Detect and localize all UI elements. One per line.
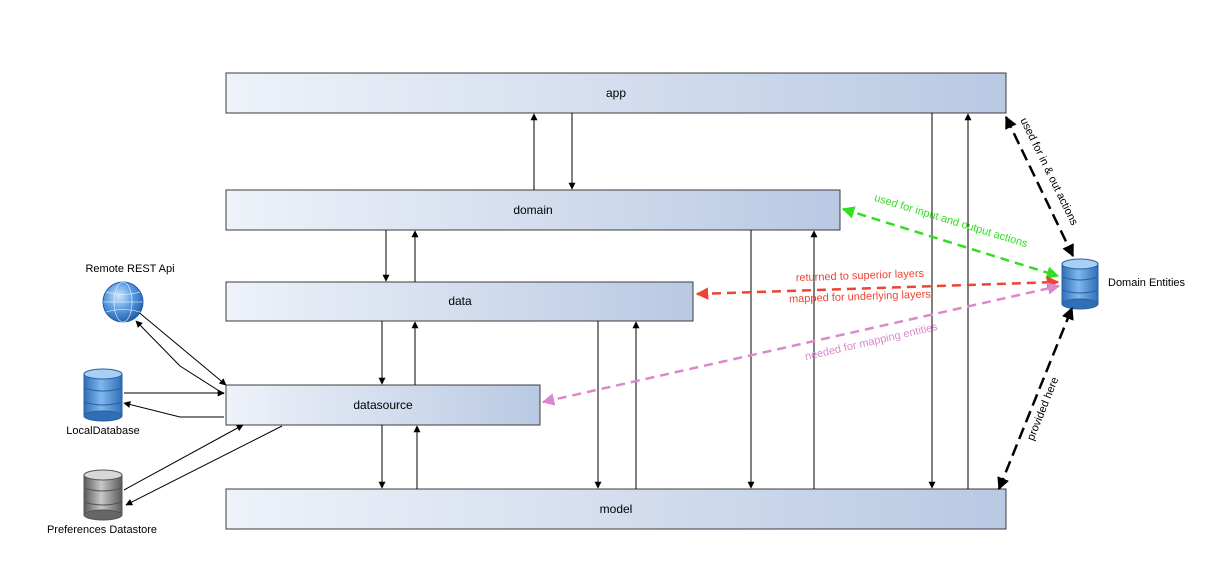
prefs-node: Preferences Datastore [47, 469, 157, 536]
entity-relations [541, 115, 1075, 491]
database-icon [83, 469, 123, 521]
layer-data-label: data [448, 294, 472, 308]
edge-label-in-out: used for in & out actions [1017, 116, 1080, 228]
local-db-node: LocalDatabase [66, 368, 140, 437]
arrow-domain-entities [841, 206, 1060, 279]
remote-api-label: Remote REST Api [85, 263, 174, 275]
source-connections [123, 309, 283, 506]
layer-model-label: model [600, 502, 633, 516]
arrow-datasource-to-prefs [125, 425, 283, 506]
layer-domain: domain [225, 189, 841, 231]
edge-label-returned: returned to superior layers [796, 268, 925, 284]
arrow-datasource-to-db [123, 401, 224, 418]
arrow-datasource-entities [541, 282, 1061, 406]
layer-model: model [225, 488, 1007, 530]
arrow-prefs-to-datasource [123, 424, 244, 491]
layer-data: data [225, 281, 694, 322]
layer-datasource: datasource [225, 384, 541, 426]
local-db-label: LocalDatabase [66, 425, 139, 437]
edge-label-mapped: mapped for underlying layers [789, 289, 932, 306]
layer-app-label: app [606, 86, 626, 100]
layer-app: app [225, 72, 1007, 114]
edge-label-provided: provided here [1025, 375, 1061, 442]
prefs-label: Preferences Datastore [47, 524, 157, 536]
remote-api-node: Remote REST Api [85, 263, 175, 323]
arrow-datasource-to-api [135, 320, 225, 395]
arrow-app-entities [1004, 115, 1075, 258]
arrow-model-entities [997, 306, 1074, 491]
layer-datasource-label: datasource [353, 398, 413, 412]
database-icon [83, 368, 123, 422]
layer-domain-label: domain [513, 203, 552, 217]
domain-entities-node: Domain Entities [1061, 258, 1186, 310]
database-icon [1061, 258, 1099, 310]
arrow-api-to-datasource [135, 309, 227, 386]
domain-entities-label: Domain Entities [1108, 277, 1186, 289]
